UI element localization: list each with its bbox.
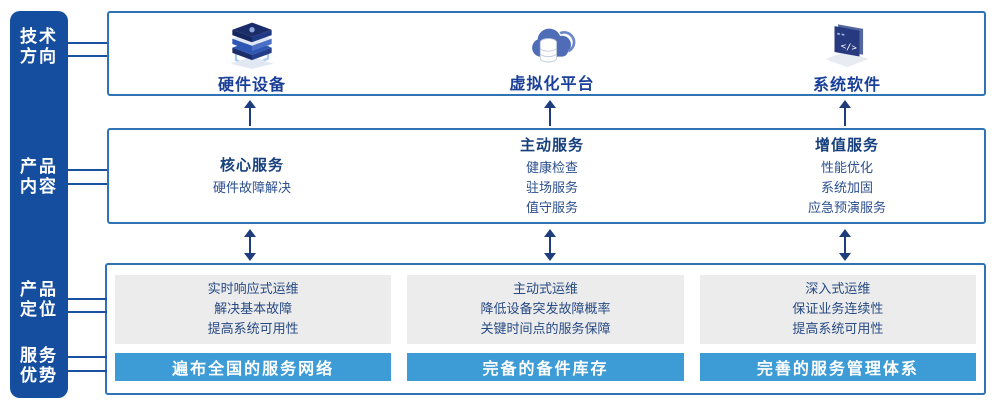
service-item: 驻场服务 — [525, 180, 578, 196]
bottom-col-proactive: 主动式运维 降低设备突发故障概率 关键时间点的服务保障 完备的备件库存 — [407, 275, 684, 381]
connector-line — [66, 169, 107, 171]
sidebar-label-line: 产品 — [20, 280, 58, 300]
sidebar-label-line: 优势 — [20, 366, 58, 386]
mid-col-value-added-service: 增值服务 性能优化 系统加固 应急预演服务 — [737, 130, 957, 222]
service-heading: 主动服务 — [519, 135, 584, 154]
positioning-line: 降低设备突发故障概率 — [480, 301, 611, 317]
top-col-virtualization: 虚拟化平台 — [452, 13, 652, 94]
service-item: 健康检查 — [525, 160, 578, 176]
product-content-box: 核心服务 硬件故障解决 主动服务 健康检查 驻场服务 值守服务 增值服务 性能优… — [107, 128, 986, 224]
sidebar-item-service-advantage: 服务优势 — [10, 346, 68, 386]
bottom-col-indepth: 深入式运维 保证业务连续性 提高系统可用性 完善的服务管理体系 — [699, 275, 976, 381]
top-label-hardware: 硬件设备 — [217, 75, 286, 94]
sidebar-label-line: 技术 — [20, 27, 58, 47]
positioning-line: 主动式运维 — [512, 281, 578, 297]
service-heading: 核心服务 — [219, 155, 284, 174]
sidebar — [10, 11, 68, 398]
connector-line — [66, 42, 107, 44]
positioning-line: 实时响应式运维 — [207, 281, 299, 297]
service-item: 硬件故障解决 — [212, 180, 291, 196]
top-label-system-software: 系统软件 — [812, 75, 881, 94]
positioning-line: 关键时间点的服务保障 — [480, 321, 611, 337]
positioning-panel: 深入式运维 保证业务连续性 提高系统可用性 — [699, 275, 976, 344]
sidebar-label-line: 定位 — [20, 300, 58, 320]
mid-col-core-service: 核心服务 硬件故障解决 — [142, 130, 362, 222]
positioning-advantage-box: 实时响应式运维 解决基本故障 提高系统可用性 遍布全国的服务网络 主动式运维 降… — [105, 263, 986, 395]
mid-col-active-service: 主动服务 健康检查 驻场服务 值守服务 — [442, 130, 662, 222]
top-col-hardware: 硬件设备 — [152, 13, 352, 94]
connector-line — [66, 356, 107, 358]
positioning-line: 保证业务连续性 — [792, 301, 884, 317]
sidebar-item-product-positioning: 产品定位 — [10, 280, 68, 320]
connector-line — [66, 55, 107, 57]
positioning-line: 提高系统可用性 — [792, 321, 884, 337]
connector-line — [66, 183, 107, 185]
connector-line — [66, 298, 107, 300]
double-arrow — [544, 229, 556, 261]
service-item: 应急预演服务 — [807, 200, 886, 216]
code-window-icon: </> — [819, 19, 875, 69]
up-arrow — [244, 100, 256, 126]
up-arrow — [544, 100, 556, 126]
service-heading: 增值服务 — [814, 135, 879, 154]
connector-line — [66, 370, 107, 372]
cloud-database-icon — [524, 19, 580, 68]
service-item: 值守服务 — [525, 200, 578, 216]
positioning-panel: 主动式运维 降低设备突发故障概率 关键时间点的服务保障 — [407, 275, 684, 344]
advantage-banner: 遍布全国的服务网络 — [115, 353, 392, 381]
sidebar-label-line: 方向 — [20, 47, 58, 67]
positioning-line: 提高系统可用性 — [207, 321, 299, 337]
server-stack-icon — [224, 19, 280, 69]
sidebar-label-line: 内容 — [20, 177, 58, 197]
bottom-col-realtime: 实时响应式运维 解决基本故障 提高系统可用性 遍布全国的服务网络 — [115, 275, 392, 381]
positioning-line: 深入式运维 — [805, 281, 871, 297]
double-arrow — [244, 229, 256, 261]
advantage-banner: 完备的备件库存 — [407, 353, 684, 381]
top-col-system-software: </> 系统软件 — [747, 13, 947, 94]
positioning-line: 解决基本故障 — [214, 301, 293, 317]
top-label-virtualization: 虚拟化平台 — [509, 74, 595, 93]
sidebar-label-line: 产品 — [20, 157, 58, 177]
advantage-banner: 完善的服务管理体系 — [699, 353, 976, 381]
sidebar-label-line: 服务 — [20, 346, 58, 366]
tech-direction-box: 硬件设备 虚拟化平台 — [107, 11, 986, 96]
sidebar-item-product-content: 产品内容 — [10, 157, 68, 197]
sidebar-item-tech-direction: 技术方向 — [10, 27, 68, 67]
connector-line — [66, 311, 107, 313]
svg-text:</>: </> — [841, 42, 858, 54]
double-arrow — [839, 229, 851, 261]
service-item: 性能优化 — [820, 160, 873, 176]
service-item: 系统加固 — [820, 180, 873, 196]
positioning-panel: 实时响应式运维 解决基本故障 提高系统可用性 — [115, 275, 392, 344]
up-arrow — [839, 100, 851, 126]
